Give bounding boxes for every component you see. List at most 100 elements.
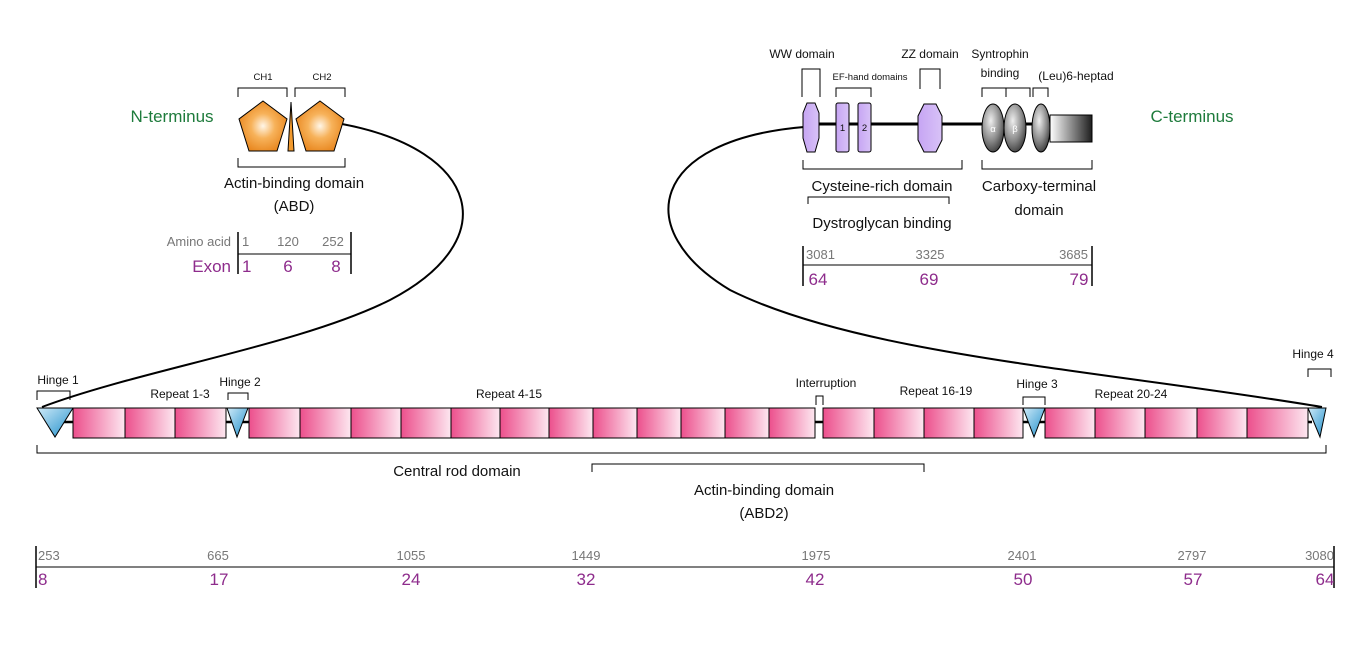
- spectrin-repeat-11: [592, 407, 638, 439]
- rod-scale-amino-acid-0: 253: [38, 548, 60, 563]
- central-rod-label: Central rod domain: [393, 463, 521, 480]
- spectrin-repeat-22: [1144, 407, 1198, 439]
- central-rod-bracket: [36, 445, 1327, 454]
- rod-scale-amino-acid-4: 1975: [802, 548, 831, 563]
- spectrin-repeat-23: [1196, 407, 1248, 439]
- c-scale-amino-acid-1: 3325: [916, 247, 945, 262]
- hinge-3-label: Hinge 3: [1016, 377, 1058, 391]
- repeat-16-19-label: Repeat 16-19: [900, 384, 973, 398]
- ef-hand-2: [857, 102, 872, 153]
- syntrophin-label-line2: binding: [981, 66, 1020, 80]
- spectrin-repeat-6: [350, 407, 402, 439]
- n-terminus-label: N-terminus: [130, 107, 213, 126]
- rod-scale-exon-3: 32: [577, 570, 596, 589]
- c-terminus-label: C-terminus: [1150, 107, 1233, 126]
- abd-label: Actin-binding domain: [224, 175, 364, 192]
- rod-scale-exon-1: 17: [210, 570, 229, 589]
- spectrin-repeat-7: [400, 407, 452, 439]
- ef-hand-2-label: 2: [862, 123, 867, 134]
- spectrin-repeat-18: [923, 407, 975, 439]
- abd2-bracket: [591, 463, 925, 472]
- abd-bracket: [237, 158, 346, 168]
- hinge-4-bracket: [1307, 368, 1332, 377]
- hinge-1-label: Hinge 1: [37, 373, 79, 387]
- hinge-2-label: Hinge 2: [219, 375, 261, 389]
- ef-hand-label: EF-hand domains: [833, 72, 908, 83]
- spectrin-repeat-15: [768, 407, 816, 439]
- spectrin-repeat-8: [450, 407, 501, 439]
- spectrin-repeat-17: [873, 407, 925, 439]
- syntrophin-label: Syntrophin: [971, 47, 1028, 61]
- hinge-3: [1022, 407, 1046, 439]
- c-scale-amino-acid-2: 3685: [1059, 247, 1088, 262]
- ef-hand-1: [835, 102, 850, 153]
- ww-domain-bracket: [801, 68, 821, 97]
- hinge-1: [36, 407, 74, 438]
- spectrin-repeat-12: [636, 407, 682, 439]
- ch1-bracket: [237, 87, 288, 97]
- exon-label: Exon: [192, 257, 231, 276]
- abd2-label-abbrev: (ABD2): [739, 505, 788, 522]
- c-scale-exon-2: 79: [1070, 270, 1089, 289]
- rod-scale-exon-4: 42: [806, 570, 825, 589]
- spectrin-repeat-24: [1246, 407, 1309, 439]
- rod-scale-amino-acid-6: 2797: [1178, 548, 1207, 563]
- spectrin-repeat-1: [72, 407, 126, 439]
- rod-scale-amino-acid-5: 2401: [1008, 548, 1037, 563]
- carboxy-terminal-label-line2: domain: [1014, 202, 1063, 219]
- rod-scale-amino-acid-7: 3080: [1305, 548, 1334, 563]
- ch2-bracket: [294, 87, 346, 97]
- ww-domain: [802, 102, 820, 153]
- leu-heptad-label: (Leu)6-heptad: [1038, 69, 1113, 83]
- repeat-20-24-label: Repeat 20-24: [1095, 387, 1168, 401]
- cysteine-rich-label: Cysteine-rich domain: [812, 178, 953, 195]
- n-terminal-connector-curve: [41, 123, 464, 408]
- abd-label-abbrev: (ABD): [274, 198, 315, 215]
- syntrophin-beta-domain: [1003, 103, 1027, 153]
- ch2-label: CH2: [312, 72, 331, 83]
- spectrin-repeat-20: [1044, 407, 1096, 439]
- leu-heptad-domain: [1031, 103, 1051, 153]
- beta-label: β: [1012, 124, 1018, 135]
- n-scale-amino-acid-2: 252: [322, 234, 344, 249]
- repeat-4-15-label: Repeat 4-15: [476, 387, 542, 401]
- dystroglycan-label: Dystroglycan binding: [812, 215, 951, 232]
- zz-domain: [917, 103, 943, 153]
- amino-acid-label: Amino acid: [167, 234, 231, 249]
- dystroglycan-bracket: [807, 196, 950, 204]
- hinge-2: [226, 407, 249, 439]
- spectrin-repeat-19: [973, 407, 1024, 439]
- c-scale-exon-0: 64: [809, 270, 828, 289]
- rod-scale-exon-6: 57: [1184, 570, 1203, 589]
- syntrophin-bracket: [981, 87, 1031, 97]
- ch1-label: CH1: [253, 72, 272, 83]
- n-scale-exon-0: 1: [242, 257, 251, 276]
- n-scale-exon-2: 8: [331, 257, 340, 276]
- carboxy-terminal-tail: [1049, 114, 1093, 143]
- rod-scale-exon-0: 8: [38, 570, 47, 589]
- ch-linker: [287, 101, 295, 152]
- hinge-1-bracket: [36, 390, 71, 400]
- carboxy-terminal-label: Carboxy-terminal: [982, 178, 1096, 195]
- spectrin-repeat-14: [724, 407, 770, 439]
- c-scale-exon-1: 69: [920, 270, 939, 289]
- abd2-label: Actin-binding domain: [694, 482, 834, 499]
- spectrin-repeat-10: [548, 407, 594, 439]
- spectrin-repeat-2: [124, 407, 176, 439]
- hinge-3-bracket: [1022, 396, 1046, 405]
- rod-scale-amino-acid-2: 1055: [397, 548, 426, 563]
- alpha-label: α: [990, 124, 996, 135]
- interruption-label: Interruption: [796, 376, 857, 390]
- rod-scale-amino-acid-3: 1449: [572, 548, 601, 563]
- spectrin-repeat-5: [299, 407, 352, 439]
- zz-domain-label: ZZ domain: [901, 47, 958, 61]
- rod-scale-exon-7: 64: [1316, 570, 1335, 589]
- zz-domain-bracket: [919, 68, 941, 89]
- rod-scale-exon-5: 50: [1014, 570, 1033, 589]
- hinge-4: [1307, 407, 1327, 439]
- n-scale-amino-acid-0: 1: [242, 234, 249, 249]
- rod-scale-exon-2: 24: [402, 570, 421, 589]
- leu-heptad-bracket: [1032, 87, 1049, 97]
- ef-hand-bracket: [835, 87, 872, 97]
- spectrin-repeat-3: [174, 407, 227, 439]
